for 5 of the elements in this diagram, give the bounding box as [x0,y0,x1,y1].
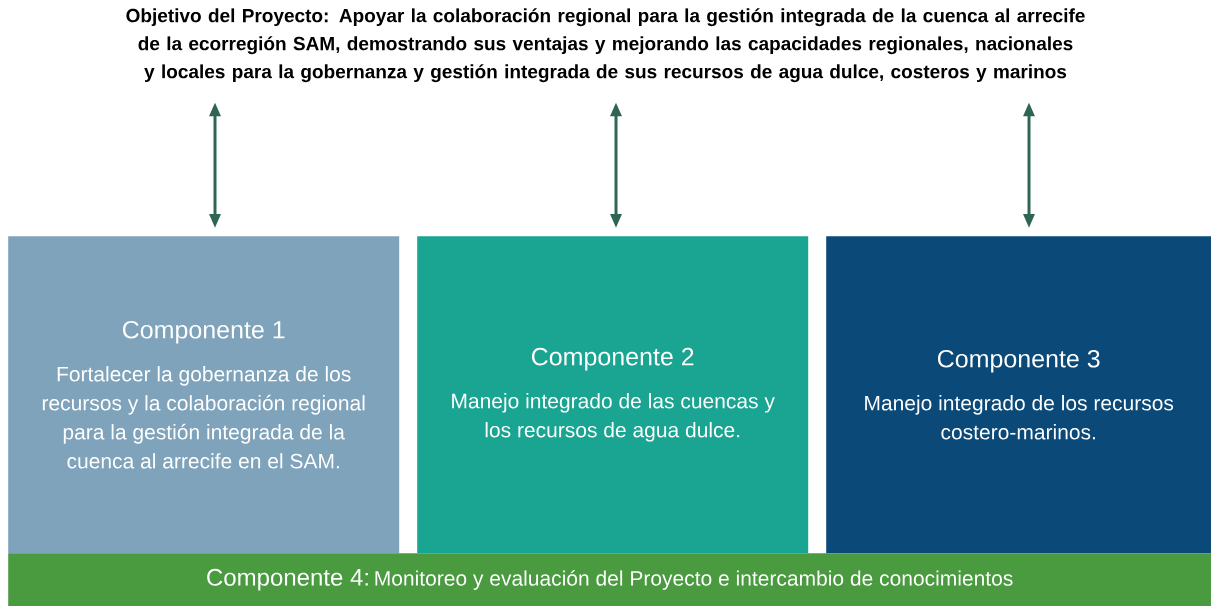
component-box: Componente 1 Fortalecer la gobernanza de los recursos y la colaboración regional para la gestión integrada de la cuenca al arrecife en el SAM. [8,236,400,554]
objective-text: Objetivo del Proyecto: Apoyar la colaboración regional para la gestión integrada de la cuenca al arrecife de la ecorregión SAM, demostrando sus ventajas y mejorando las capacidades regionales, nacionales y locales para la gobernanza y gestión integrada de sus recursos de agua dulce, costeros y marinos [126,8,1085,83]
component-bar: Componente 4: Monitoreo y evaluación del Proyecto e intercambio de conocimientos [8,553,1211,606]
component-box: Componente 2 Manejo integrado de las cuencas y los recursos de agua dulce. [417,236,809,554]
component-box: Componente 3 Manejo integrado de los recursos costero-marinos. [826,236,1211,554]
